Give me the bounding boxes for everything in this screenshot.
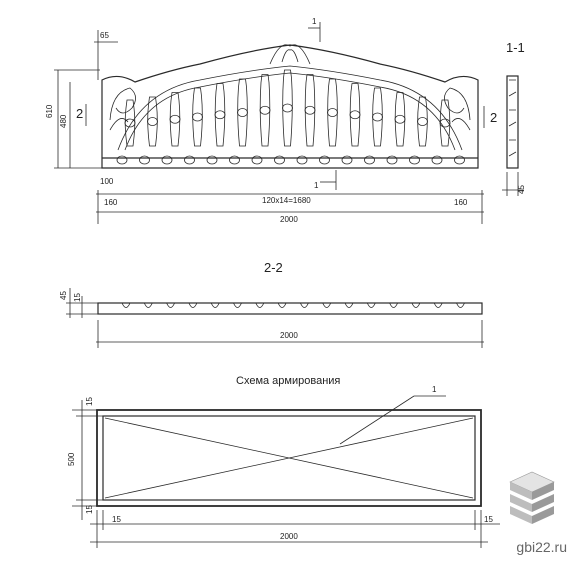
base-hole xyxy=(229,155,240,165)
dim-2000-elevation: 2000 xyxy=(280,215,298,224)
dim-500: 500 xyxy=(67,452,76,466)
base-hole xyxy=(116,155,128,165)
base-hole xyxy=(184,155,195,165)
base-holes xyxy=(116,155,465,165)
reinforcement-title: Схема армирования xyxy=(236,375,340,387)
stacked-slabs-icon xyxy=(509,471,555,524)
baluster xyxy=(214,83,226,147)
base-hole xyxy=(319,155,330,165)
cut-marker-2-right: 2 xyxy=(490,110,497,125)
baluster xyxy=(169,92,181,147)
base-hole xyxy=(364,155,375,165)
strip-hole xyxy=(233,302,242,308)
baluster xyxy=(327,78,338,147)
reinforcement-view: Схема армирования 1 15 500 15 15 15 2000 xyxy=(67,375,500,548)
dim-65: 65 xyxy=(100,31,109,40)
strip-hole xyxy=(411,302,421,308)
callout-1: 1 xyxy=(432,385,437,394)
baluster xyxy=(192,87,203,147)
section-1-1-view: 1-1 45 xyxy=(502,40,526,196)
dim-610: 610 xyxy=(45,104,54,118)
dim-15-left: 15 xyxy=(112,515,121,524)
base-hole xyxy=(296,155,308,165)
base-hole xyxy=(139,155,150,165)
baluster xyxy=(394,92,406,147)
baluster xyxy=(237,78,248,147)
section-2-2-label: 2-2 xyxy=(264,260,283,275)
base-hole xyxy=(274,155,285,165)
strip-hole xyxy=(389,302,398,308)
baluster xyxy=(124,99,136,147)
baluster xyxy=(417,96,428,147)
baluster xyxy=(282,69,293,147)
cut-marker-1-top: 1 xyxy=(312,17,317,26)
baluster xyxy=(259,74,271,147)
section-2-2-view: 2-2 45 15 2000 xyxy=(59,260,484,348)
dim-15-section: 15 xyxy=(73,293,82,302)
base-hole xyxy=(409,155,420,165)
cut-marker-1-bottom: 1 xyxy=(314,181,319,190)
fan-ornament xyxy=(269,44,311,65)
base-hole xyxy=(251,155,263,165)
inner-arch-2 xyxy=(124,72,456,151)
baluster xyxy=(439,99,451,147)
dim-15-top: 15 xyxy=(85,397,94,406)
balusters xyxy=(124,69,451,147)
baluster xyxy=(147,96,158,147)
section-2-2-strip xyxy=(97,302,483,315)
watermark-text[interactable]: gbi22.ru xyxy=(516,539,567,555)
strip-hole xyxy=(322,302,332,308)
rebar-diagonal-2 xyxy=(104,417,474,499)
base-hole xyxy=(386,155,398,165)
strip-hole xyxy=(255,302,265,308)
scroll-left xyxy=(109,87,136,131)
base-hole xyxy=(454,155,465,165)
panel-outer xyxy=(96,409,482,507)
baluster xyxy=(349,83,361,147)
panel-inner xyxy=(102,415,476,501)
strip-hole xyxy=(366,302,376,308)
dim-15-bottom: 15 xyxy=(85,505,94,514)
dim-160-right: 160 xyxy=(454,198,468,207)
section-1-1-profile xyxy=(506,75,519,169)
inner-arch xyxy=(117,65,463,151)
dim-45-section: 45 xyxy=(59,291,68,300)
strip-hole xyxy=(188,302,198,308)
strip-hole xyxy=(456,302,465,308)
strip-hole xyxy=(166,302,175,308)
dim-45-side: 45 xyxy=(517,185,526,194)
strip-holes xyxy=(121,302,465,308)
dim-480: 480 xyxy=(59,114,68,128)
strip-hole xyxy=(121,302,131,308)
base-hole xyxy=(431,155,443,165)
strip-hole xyxy=(344,302,354,308)
elevation-view: 1 1 2 2 610 480 65 100 160 120x14=1680 1… xyxy=(45,17,497,224)
strip-hole xyxy=(210,302,220,308)
base-hole xyxy=(341,155,353,165)
strip-hole xyxy=(433,302,443,308)
base-hole xyxy=(161,155,173,165)
dim-2000-reinforcement: 2000 xyxy=(280,532,298,541)
strip-hole xyxy=(300,302,309,308)
balustrade-outline xyxy=(101,44,479,169)
section-1-1-label: 1-1 xyxy=(506,40,525,55)
cut-marker-2-left: 2 xyxy=(76,106,83,121)
dim-160-left: 160 xyxy=(104,198,118,207)
callout-leader xyxy=(339,395,415,445)
dim-spacing: 120x14=1680 xyxy=(262,196,311,205)
scroll-right xyxy=(444,87,471,131)
strip-hole xyxy=(143,302,153,308)
baluster xyxy=(372,87,383,147)
dim-15-right: 15 xyxy=(484,515,493,524)
base-hole xyxy=(206,155,218,165)
dim-2000-section: 2000 xyxy=(280,331,298,340)
dim-100: 100 xyxy=(100,177,114,186)
strip-hole xyxy=(277,302,287,308)
baluster xyxy=(304,74,316,147)
